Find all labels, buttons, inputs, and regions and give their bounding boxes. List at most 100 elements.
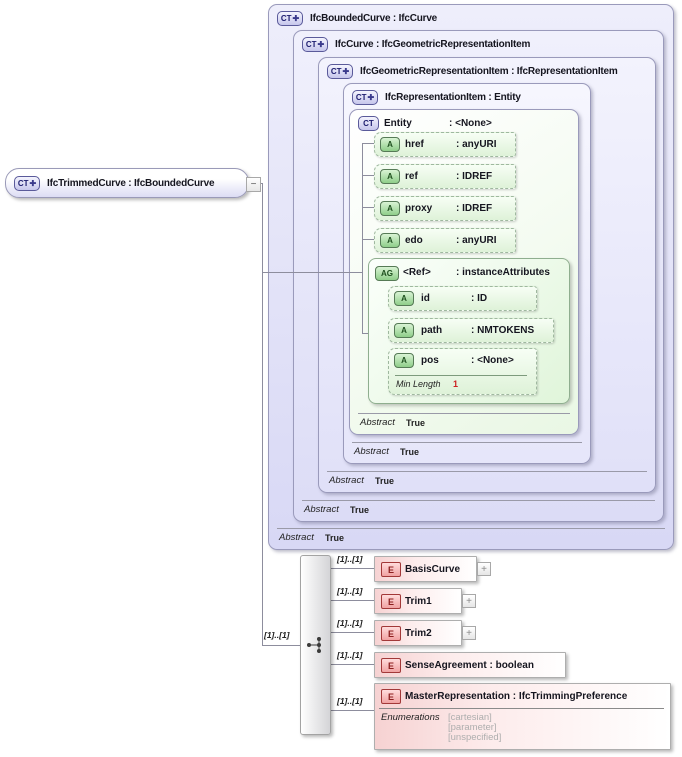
- complex-type-icon: CT✚: [277, 11, 303, 26]
- connector-line: [363, 175, 374, 176]
- abstract-value: True: [350, 504, 370, 515]
- cardinality-label: [1]..[1]: [337, 554, 363, 564]
- divider: [327, 471, 647, 472]
- sequence-icon: [307, 637, 321, 653]
- attribute-name: pos: [421, 354, 439, 366]
- enumeration-value: [parameter]: [448, 722, 497, 733]
- element-label: Trim1: [405, 595, 432, 607]
- root-element-ifctrimmedcurve[interactable]: CT✚ IfcTrimmedCurve : IfcBoundedCurve: [5, 168, 249, 198]
- attribute-icon: A: [380, 233, 400, 248]
- badge-text: CT: [305, 40, 317, 49]
- connector-line: [330, 568, 374, 569]
- enumerations-label: Enumerations: [381, 712, 440, 723]
- element-masterrepresentation[interactable]: E MasterRepresentation : IfcTrimmingPref…: [374, 683, 671, 750]
- connector-line: [363, 143, 374, 144]
- complex-type-icon: CT✚: [352, 90, 378, 105]
- element-icon: E: [381, 594, 401, 609]
- abstract-value: True: [375, 475, 395, 486]
- attribute-name: path: [421, 324, 443, 336]
- facet-label: Min Length: [396, 379, 441, 389]
- divider: [302, 500, 655, 501]
- element-icon: E: [381, 562, 401, 577]
- attribute-type: : anyURI: [456, 234, 497, 246]
- element-label: SenseAgreement : boolean: [405, 659, 534, 671]
- cardinality-label: [1]..[1]: [337, 586, 363, 596]
- derived-plus-icon: ✚: [29, 178, 37, 188]
- connector-line: [263, 272, 362, 273]
- element-basiscurve[interactable]: E BasisCurve: [374, 556, 477, 582]
- abstract-label: Abstract: [279, 532, 314, 543]
- attribute-type: : IDREF: [456, 170, 493, 182]
- cardinality-label: [1]..[1]: [264, 630, 290, 640]
- abstract-row: Abstract True: [277, 528, 665, 549]
- attribute-name: edo: [405, 234, 423, 246]
- abstract-value: True: [325, 532, 345, 543]
- divider: [379, 708, 664, 709]
- attribute-group-type: : instanceAttributes: [456, 266, 550, 278]
- complex-type-icon: CT✚: [14, 176, 40, 191]
- badge-text: CT: [355, 93, 367, 102]
- type-title: IfcBoundedCurve : IfcCurve: [310, 13, 438, 24]
- type-box-header: CT✚ IfcCurve : IfcGeometricRepresentatio…: [302, 37, 530, 52]
- connector-line: [259, 183, 263, 184]
- element-senseagreement[interactable]: E SenseAgreement : boolean: [374, 652, 566, 678]
- attribute-icon: A: [380, 137, 400, 152]
- element-label: Trim2: [405, 627, 432, 639]
- type-box-header: CT✚ IfcGeometricRepresentationItem : Ifc…: [327, 64, 618, 79]
- cardinality-label: [1]..[1]: [337, 618, 363, 628]
- enumeration-value: [cartesian]: [448, 712, 492, 723]
- attribute-icon: A: [380, 169, 400, 184]
- complex-type-icon: CT: [358, 116, 379, 131]
- abstract-label: Abstract: [360, 417, 395, 428]
- connector-line: [262, 183, 263, 646]
- derived-plus-icon: ✚: [292, 13, 300, 23]
- cardinality-label: [1]..[1]: [337, 696, 363, 706]
- attribute-name: href: [405, 138, 424, 150]
- attribute-type: : ID: [471, 292, 488, 304]
- abstract-value: True: [406, 417, 426, 428]
- divider: [352, 442, 582, 443]
- attribute-icon: A: [380, 201, 400, 216]
- type-title: IfcGeometricRepresentationItem : IfcRepr…: [360, 66, 618, 77]
- abstract-row: Abstract True: [302, 500, 655, 521]
- expand-icon[interactable]: +: [462, 594, 476, 608]
- element-trim1[interactable]: E Trim1: [374, 588, 462, 614]
- attribute-href: A href : anyURI: [374, 132, 516, 157]
- derived-plus-icon: ✚: [367, 92, 375, 102]
- expand-icon[interactable]: +: [477, 562, 491, 576]
- connector-line: [362, 143, 363, 334]
- type-title: IfcCurve : IfcGeometricRepresentationIte…: [335, 39, 531, 50]
- type-box-header: CT: [358, 116, 379, 131]
- cardinality-label: [1]..[1]: [337, 650, 363, 660]
- badge-text: CT: [330, 67, 342, 76]
- badge-text: CT: [363, 119, 374, 128]
- abstract-label: Abstract: [354, 446, 389, 457]
- complex-type-icon: CT✚: [327, 64, 353, 79]
- connector-line: [363, 333, 368, 334]
- attribute-type: : anyURI: [456, 138, 497, 150]
- root-header: CT✚ IfcTrimmedCurve : IfcBoundedCurve: [14, 176, 215, 191]
- attribute-type: : NMTOKENS: [471, 324, 535, 336]
- expand-icon[interactable]: +: [462, 626, 476, 640]
- element-trim2[interactable]: E Trim2: [374, 620, 462, 646]
- type-box-header: CT✚ IfcBoundedCurve : IfcCurve: [277, 11, 437, 26]
- entity-name: Entity: [384, 118, 412, 129]
- attribute-name: proxy: [405, 202, 433, 214]
- sequence-compositor-bar: [300, 555, 331, 735]
- element-icon: E: [381, 626, 401, 641]
- complex-type-icon: CT✚: [302, 37, 328, 52]
- attribute-icon: A: [394, 323, 414, 338]
- divider: [395, 375, 527, 376]
- attribute-type: : IDREF: [456, 202, 493, 214]
- collapse-icon[interactable]: −: [246, 177, 261, 192]
- attribute-icon: A: [394, 353, 414, 368]
- attribute-pos: A pos : <None> Min Length 1: [388, 348, 537, 395]
- element-label: BasisCurve: [405, 563, 461, 575]
- attribute-type: : <None>: [471, 354, 514, 366]
- abstract-label: Abstract: [304, 504, 339, 515]
- attribute-icon: A: [394, 291, 414, 306]
- connector-line: [363, 207, 374, 208]
- badge-text: CT: [280, 14, 292, 23]
- attribute-path: A path : NMTOKENS: [388, 318, 554, 343]
